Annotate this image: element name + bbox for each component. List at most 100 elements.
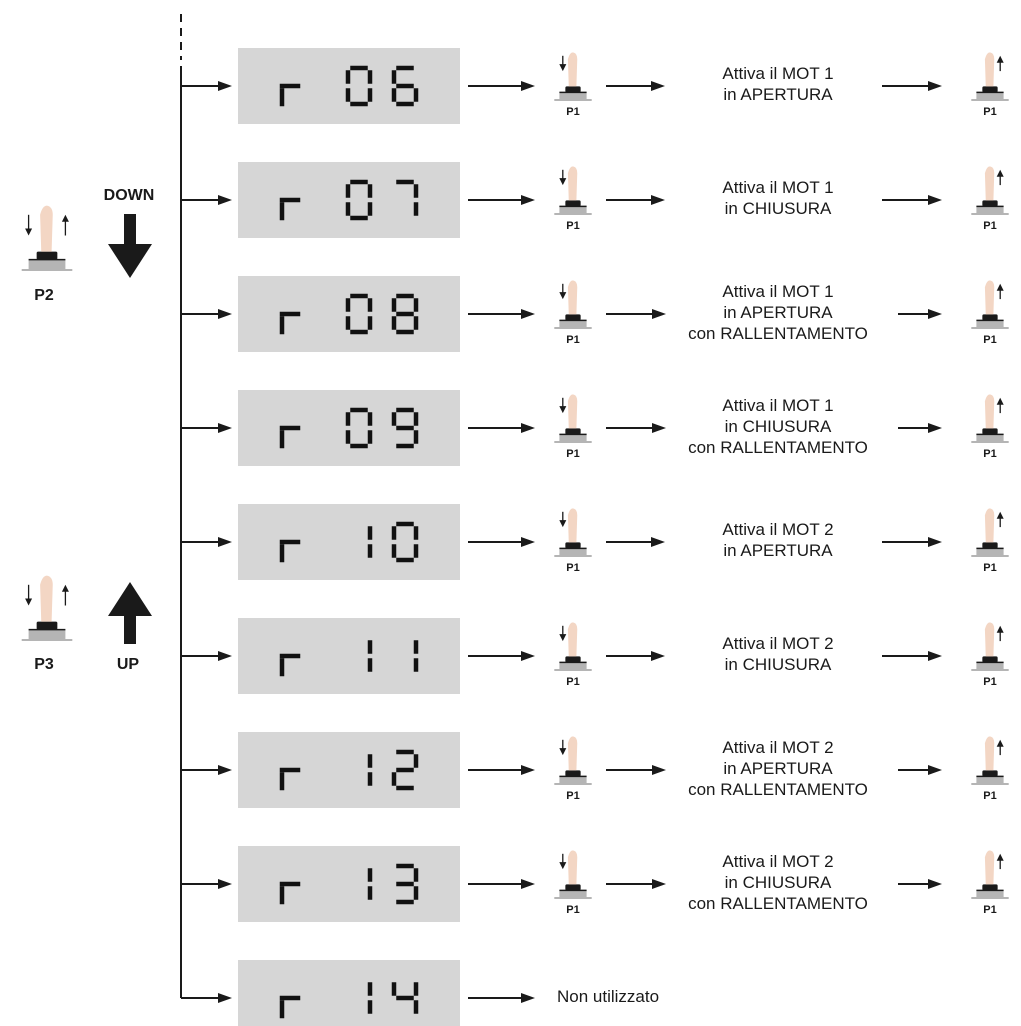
menu-row bbox=[181, 846, 1009, 922]
p1-label: P1 bbox=[983, 106, 997, 118]
finger-press-icon bbox=[971, 280, 1009, 329]
description-line: Attiva il MOT 1 bbox=[722, 395, 834, 415]
arrow-right-icon bbox=[606, 765, 666, 775]
description-line: Attiva il MOT 1 bbox=[722, 178, 834, 197]
arrow-right-icon bbox=[882, 81, 942, 91]
arrow-right-icon bbox=[181, 651, 232, 661]
arrow-right-icon bbox=[898, 309, 942, 319]
parameter-display bbox=[238, 618, 460, 694]
arrow-right-icon bbox=[181, 879, 232, 889]
parameter-display bbox=[238, 846, 460, 922]
parameter-display bbox=[238, 162, 460, 238]
arrow-right-icon bbox=[468, 537, 535, 547]
description-line: Attiva il MOT 2 bbox=[722, 737, 834, 757]
menu-row bbox=[181, 390, 1009, 466]
finger-press-icon bbox=[971, 622, 1009, 671]
description-line: in CHIUSURA bbox=[724, 872, 832, 892]
up-label: UP bbox=[116, 656, 140, 673]
finger-press-icon bbox=[554, 622, 592, 671]
p1-label: P1 bbox=[566, 790, 580, 802]
menu-row bbox=[181, 504, 1009, 580]
finger-press-icon bbox=[971, 166, 1009, 215]
down-label: DOWN bbox=[103, 187, 155, 204]
arrow-right-icon bbox=[468, 993, 535, 1003]
finger-press-icon bbox=[554, 850, 592, 899]
finger-press-icon bbox=[971, 736, 1009, 785]
arrow-right-icon bbox=[898, 879, 942, 889]
description-line: Attiva il MOT 1 bbox=[722, 281, 834, 301]
arrow-down-icon bbox=[108, 214, 152, 278]
arrow-right-icon bbox=[181, 423, 232, 433]
parameter-display bbox=[238, 276, 460, 352]
finger-press-icon bbox=[971, 850, 1009, 899]
arrow-right-icon bbox=[181, 537, 232, 547]
description-line: Attiva il MOT 1 bbox=[722, 64, 834, 83]
action-description: Attiva il MOT 2 in CHIUSURA bbox=[648, 633, 908, 675]
finger-press-icon bbox=[971, 394, 1009, 443]
arrow-right-icon bbox=[468, 879, 535, 889]
arrow-up-icon bbox=[108, 582, 152, 644]
p1-label: P1 bbox=[983, 220, 997, 232]
arrow-right-icon bbox=[898, 765, 942, 775]
arrow-right-icon bbox=[606, 423, 666, 433]
arrow-right-icon bbox=[898, 423, 942, 433]
action-description: Attiva il MOT 1 in CHIUSURA bbox=[648, 177, 908, 219]
description-line: in CHIUSURA bbox=[724, 655, 832, 674]
description-line: Attiva il MOT 2 bbox=[722, 520, 834, 539]
arrow-right-icon bbox=[468, 651, 535, 661]
menu-row bbox=[181, 732, 1009, 808]
arrow-right-icon bbox=[606, 879, 666, 889]
menu-row bbox=[181, 162, 1009, 238]
description-line: in CHIUSURA bbox=[724, 199, 832, 218]
p3-button-label: P3 bbox=[34, 656, 54, 673]
arrow-right-icon bbox=[181, 309, 232, 319]
finger-press-icon bbox=[554, 52, 592, 101]
parameter-display bbox=[238, 960, 460, 1026]
p1-label: P1 bbox=[566, 676, 580, 688]
p1-label: P1 bbox=[983, 334, 997, 346]
finger-press-icon bbox=[21, 205, 73, 271]
p1-label: P1 bbox=[983, 904, 997, 916]
p1-label: P1 bbox=[566, 106, 580, 118]
finger-press-icon bbox=[971, 508, 1009, 557]
p1-label: P1 bbox=[983, 676, 997, 688]
p1-label: P1 bbox=[983, 562, 997, 574]
description-line: con RALLENTAMENTO bbox=[688, 779, 868, 799]
arrow-right-icon bbox=[181, 195, 232, 205]
arrow-right-icon bbox=[606, 537, 665, 547]
description-line: in APERTURA bbox=[723, 758, 833, 778]
unused-label: Non utilizzato bbox=[557, 987, 660, 1006]
arrow-right-icon bbox=[606, 651, 665, 661]
arrow-right-icon bbox=[606, 195, 665, 205]
arrow-right-icon bbox=[468, 765, 535, 775]
parameter-display bbox=[238, 390, 460, 466]
menu-row bbox=[181, 618, 1009, 694]
description-line: con RALLENTAMENTO bbox=[688, 323, 868, 343]
arrow-right-icon bbox=[468, 309, 535, 319]
p1-label: P1 bbox=[983, 448, 997, 460]
finger-press-icon bbox=[554, 394, 592, 443]
description-line: con RALLENTAMENTO bbox=[688, 437, 868, 457]
description-line: Attiva il MOT 2 bbox=[722, 634, 834, 653]
p1-label: P1 bbox=[983, 790, 997, 802]
p1-label: P1 bbox=[566, 220, 580, 232]
arrow-right-icon bbox=[468, 81, 535, 91]
menu-row bbox=[181, 960, 535, 1026]
parameter-display bbox=[238, 732, 460, 808]
finger-press-icon bbox=[554, 736, 592, 785]
arrow-right-icon bbox=[606, 309, 666, 319]
arrow-right-icon bbox=[882, 195, 942, 205]
description-line: Attiva il MOT 2 bbox=[722, 851, 834, 871]
arrow-right-icon bbox=[181, 765, 232, 775]
p2-button-label: P2 bbox=[34, 287, 54, 304]
menu-row bbox=[181, 48, 1009, 124]
p1-label: P1 bbox=[566, 334, 580, 346]
